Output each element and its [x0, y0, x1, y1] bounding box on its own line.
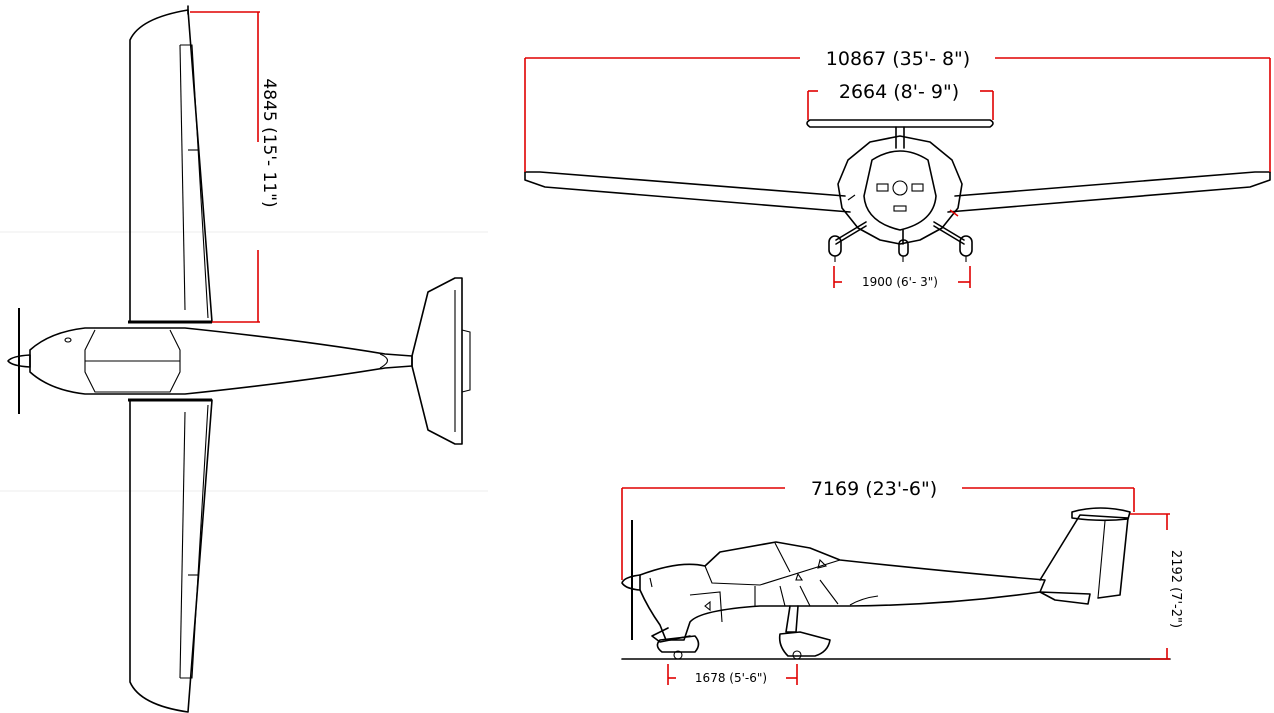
side-view-wheelbase-label: 1678 (5'-6") [695, 671, 767, 685]
side-view-height-label: 2192 (7'-2") [1168, 550, 1183, 628]
top-view-propeller [7, 308, 31, 414]
side-view-length-label: 7169 (23'-6") [811, 478, 937, 500]
front-view-landing-gear [828, 221, 973, 262]
top-view-horizontal-tail [411, 277, 471, 445]
side-view-length-dimension: 7169 (23'-6") [621, 478, 1135, 580]
top-view: 4845 (15'- 11") [0, 5, 488, 713]
side-view-height-dimension: 2192 (7'-2") [1130, 513, 1183, 660]
front-view-tail-label: 2664 (8'- 9") [839, 81, 959, 103]
top-view-span-dimension: 4845 (15'- 11") [190, 11, 279, 323]
front-view-wing [524, 171, 1271, 213]
top-view-span-label: 4845 (15'- 11") [259, 78, 279, 207]
top-view-fuselage [29, 327, 413, 395]
front-view-track-label: 1900 (6'- 3") [862, 275, 938, 289]
side-view-vertical-tail [1039, 507, 1131, 599]
front-view-tail-dimension: 2664 (8'- 9") [807, 81, 994, 120]
front-view: 10867 (35'- 8") 2664 (8'- 9") 1900 (6'- … [524, 48, 1271, 289]
side-view-landing-gear [651, 605, 831, 660]
side-view-propeller [621, 520, 653, 640]
top-view-upper-wing [129, 5, 213, 323]
front-view-tail [806, 119, 994, 149]
side-view: 7169 (23'-6") 2192 (7'-2") 1678 (5'-6") [621, 478, 1183, 685]
side-view-fuselage [639, 541, 1046, 641]
side-view-horizontal-stabilizer [1039, 591, 1091, 605]
front-view-track-dimension: 1900 (6'- 3") [833, 266, 971, 289]
top-view-lower-wing [129, 399, 213, 713]
front-view-span-label: 10867 (35'- 8") [826, 48, 970, 70]
front-view-prop-disc [837, 135, 963, 245]
side-view-wheelbase-dimension: 1678 (5'-6") [667, 664, 798, 685]
front-view-span-dimension: 10867 (35'- 8") [524, 48, 1271, 172]
